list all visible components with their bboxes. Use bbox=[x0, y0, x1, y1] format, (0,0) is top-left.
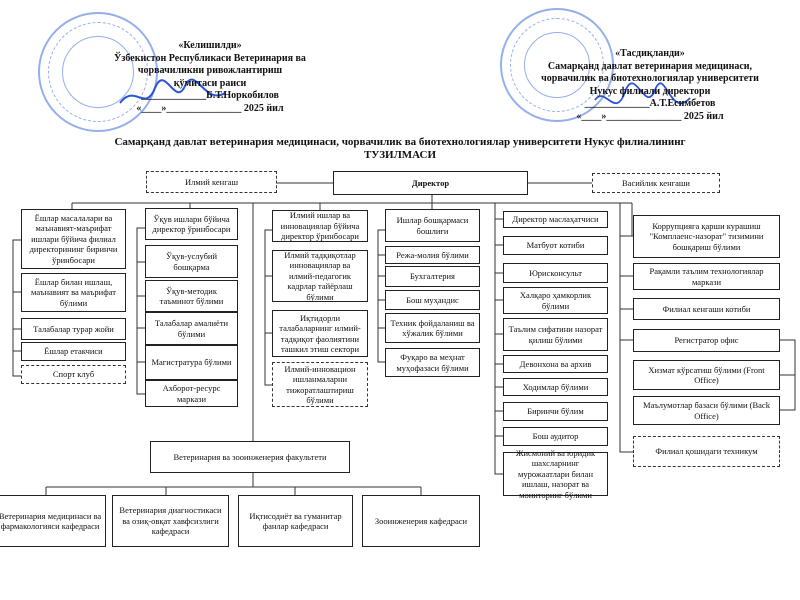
approval-signer: _____________А.Т.Есимбетов bbox=[584, 98, 716, 109]
left-signature bbox=[119, 78, 226, 104]
masters-dept-box: Магистратура бўлими bbox=[145, 345, 238, 380]
registrar-office-box: Регистратор офис bbox=[633, 329, 780, 352]
deputy-academic-box: Ўқув ишлари бўйича директор ўринбосари bbox=[145, 208, 238, 240]
right-signature bbox=[594, 82, 691, 105]
approval-confirmed-block: «Тасдиқланди» Самарқанд давлат ветеринар… bbox=[530, 48, 770, 123]
director-advisor-box: Директор маслаҳатчиси bbox=[503, 211, 608, 228]
civil-labor-protection-box: Фуқаро ва меҳнат муҳофазаси бўлими bbox=[385, 348, 480, 377]
back-office-box: Маълумотлар базаси бўлими (Back Office) bbox=[633, 396, 780, 425]
gifted-students-sector-box: Иқтидорли талабаларнинг илмий-тадқиқот ф… bbox=[272, 310, 368, 357]
anti-corruption-compliance-box: Коррупцияга қарши курашиш "Комплаенс-наз… bbox=[633, 215, 780, 258]
approval-text: Нукус филиали директори bbox=[589, 85, 711, 97]
approval-text: Ўзбекистон Республикаси Ветеринария ва bbox=[114, 52, 306, 64]
approval-heading: «Тасдиқланди» bbox=[615, 48, 685, 59]
academic-methodical-admin-box: Ўқув-услубий бошқарма bbox=[145, 245, 238, 278]
director-box: Директор bbox=[333, 171, 528, 195]
dormitory-box: Талабалар турар жойи bbox=[21, 318, 126, 340]
front-office-box: Хизмат кўрсатиш бўлими (Front Office) bbox=[633, 360, 780, 390]
approval-text: чорвачиликни ривожлантириш bbox=[137, 65, 283, 76]
faculty-box: Ветеринария ва зооинженерия факультети bbox=[150, 441, 350, 473]
approval-text: чорвачилик ва биотехнологиялар университ… bbox=[541, 73, 759, 84]
planning-finance-box: Режа-молия бўлими bbox=[385, 246, 480, 264]
department-box: Ветеринария диагностикаси ва озиқ-овқат … bbox=[112, 495, 229, 547]
chief-engineer-box: Бош муҳандис bbox=[385, 290, 480, 310]
department-box: Иқтисодиёт ва гуманитар фанлар кафедраси bbox=[238, 495, 353, 547]
technical-maintenance-box: Техник фойдаланиш ва хўжалик бўлими bbox=[385, 313, 480, 343]
council-secretary-box: Филиал кенгаши котиби bbox=[633, 298, 780, 320]
approval-date: «____»_______________ 2025 йил bbox=[136, 102, 284, 114]
left-seal-stamp bbox=[38, 12, 158, 132]
office-archive-box: Девонхона ва архив bbox=[503, 355, 608, 373]
quality-control-box: Таълим сифатини назорат қилиш бўлими bbox=[503, 318, 608, 351]
department-box: Ветеринария медицинаси ва фармакологияси… bbox=[0, 495, 106, 547]
approval-text: қўмитаси раиси bbox=[173, 77, 247, 89]
youth-leader-box: Ёшлар етакчиси bbox=[21, 342, 126, 361]
approval-agreed-block: «Келишилди» Ўзбекистон Республикаси Вете… bbox=[90, 40, 330, 115]
right-seal-stamp bbox=[500, 8, 614, 122]
legal-counsel-box: Юрисконсульт bbox=[503, 263, 608, 283]
title-line: Самарқанд давлат ветеринария медицинаси,… bbox=[114, 136, 686, 148]
first-deputy-youth-box: Ёшлар масалалари ва маънавият-маърифат и… bbox=[21, 209, 126, 269]
sport-club-box: Спорт клуб bbox=[21, 365, 126, 384]
research-training-dept-box: Илмий тадқиқотлар инновациялар ва илмий-… bbox=[272, 250, 368, 302]
info-resource-center-box: Ахборот-ресурс маркази bbox=[145, 380, 238, 407]
chief-auditor-box: Бош аудитор bbox=[503, 427, 608, 446]
digital-education-center-box: Рақамли таълим технологиялар маркази bbox=[633, 263, 780, 290]
approval-date: «____»_______________ 2025 йил bbox=[576, 110, 724, 122]
title-line: ТУЗИЛМАСИ bbox=[363, 149, 437, 161]
approval-heading: «Келишилди» bbox=[178, 40, 242, 51]
hr-dept-box: Ходимлар бўлими bbox=[503, 378, 608, 396]
department-box: Зооинженерия кафедраси bbox=[362, 495, 480, 547]
board-of-trustees-box: Васийлик кенгаши bbox=[592, 173, 720, 193]
innovation-commercialization-box: Илмий-инновацион ишланмаларни тижоратлаш… bbox=[272, 362, 368, 407]
head-of-affairs-box: Ишлар бошқармаси бошлиғи bbox=[385, 209, 480, 242]
educational-methodical-support-box: Ўқув-методик таъминот бўлими bbox=[145, 280, 238, 312]
youth-spiritual-dept-box: Ёшлар билан ишлаш, маънавият ва маърифат… bbox=[21, 273, 126, 312]
document-title: Самарқанд давлат ветеринария медицинаси,… bbox=[0, 136, 800, 162]
scientific-council-box: Илмий кенгаш bbox=[146, 171, 277, 193]
approval-text: Самарқанд давлат ветеринария медицинаси, bbox=[547, 60, 753, 72]
press-secretary-box: Матбуот котиби bbox=[503, 236, 608, 255]
deputy-research-box: Илмий ишлар ва инновациялар бўйича дирек… bbox=[272, 210, 368, 242]
technical-college-box: Филиал қошидаги техникум bbox=[633, 436, 780, 467]
international-cooperation-box: Халқаро ҳамкорлик бўлими bbox=[503, 287, 608, 314]
appeals-monitoring-box: Жисмоний ва юридик шахсларнинг мурожаатл… bbox=[503, 448, 608, 500]
approval-signer: _____________Б.Т.Норкобилов bbox=[141, 90, 279, 101]
accounting-box: Бухгалтерия bbox=[385, 266, 480, 287]
first-dept-box: Биринчи бўлим bbox=[503, 402, 608, 421]
student-practice-box: Талабалар амалиёти бўлими bbox=[145, 312, 238, 345]
